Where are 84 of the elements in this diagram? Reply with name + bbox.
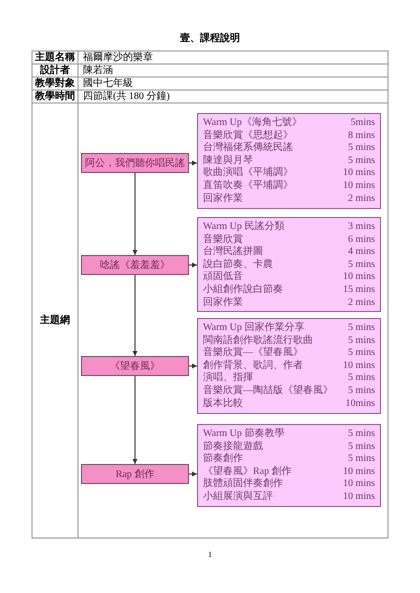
arrow [132, 376, 138, 464]
activity-list-box [197, 424, 381, 507]
arrow [188, 160, 198, 166]
duration: 2 mins [347, 296, 375, 310]
duration: 5 mins [347, 428, 375, 441]
duration: 8 mins [347, 130, 375, 142]
activity: 說白節奏、卡農 [203, 258, 274, 270]
duration: 10 mins [343, 478, 375, 491]
arrow [188, 262, 198, 268]
unit-title: 《望春風》 [110, 360, 160, 373]
activity: 台灣民謠拼圖 [203, 246, 264, 258]
activity: 創作背景、歌詞、作者 [203, 360, 304, 372]
table-header: 教學對象 [34, 78, 76, 90]
table-value: 福爾摩沙的樂章 [83, 52, 153, 64]
activity: 頑固低音 [203, 271, 244, 284]
activity: 回家作業 [203, 296, 244, 310]
table-header: 教學時間 [34, 90, 76, 102]
activity: Warm Up 民謠分類 [203, 221, 286, 234]
activity: Warm Up 回家作業分享 [203, 322, 306, 334]
duration: 5 mins [347, 258, 375, 272]
duration: 10 mins [343, 490, 375, 504]
duration: 2 mins [347, 192, 375, 206]
activity: 肢體頑固伴奏創作 [203, 478, 284, 490]
table-value: 四節課(共 180 分鐘) [83, 90, 170, 102]
activity: 版本比較 [203, 398, 244, 410]
page-title: 壹、課程說明 [179, 32, 241, 45]
duration: 10mins [344, 398, 375, 410]
duration: 5mins [350, 117, 375, 130]
activity-list-box [197, 318, 381, 414]
duration: 4 mins [347, 246, 375, 259]
table-header: 主題名稱 [34, 52, 76, 64]
row-header: 主題網 [39, 314, 71, 326]
activity: 節奏接龍遊戲 [203, 440, 264, 453]
duration: 6 mins [347, 234, 375, 246]
activity: 音樂欣賞—陶喆版《望春風》 [203, 384, 334, 398]
duration: 10 mins [343, 360, 375, 372]
duration: 5 mins [347, 322, 375, 335]
duration: 5 mins [347, 384, 375, 398]
activity: 演唱、指揮 [203, 372, 254, 384]
unit-title: 阿公，我們聽你唱民謠 [85, 156, 185, 170]
activity: 小組展演與互評 [203, 490, 274, 504]
unit-title: Rap 創作 [116, 468, 154, 481]
activity: 音樂欣賞 [203, 234, 244, 246]
duration: 5 mins [347, 453, 375, 466]
activity: 直笛吹奏《平埔調》 [203, 180, 294, 192]
duration: 5 mins [347, 372, 375, 385]
duration: 5 mins [347, 347, 375, 360]
activity: 小組創作說白節奏 [203, 284, 284, 296]
activity: 音樂欣賞—《望春風》 [203, 347, 304, 360]
unit-box [81, 255, 189, 275]
activity: Warm Up 節奏教學 [203, 428, 286, 440]
activity: 歌曲演唱《平埔調》 [203, 167, 294, 180]
arrow [132, 274, 138, 356]
duration: 3 mins [347, 221, 375, 234]
arrow [188, 364, 198, 368]
table-header: 設計者 [38, 64, 71, 76]
activity: 節奏創作 [203, 453, 244, 466]
activity: 陳達與月琴 [203, 154, 254, 166]
page-number: 1 [207, 548, 213, 560]
unit-box [81, 464, 189, 484]
duration: 10 mins [343, 271, 375, 284]
duration: 5 mins [347, 440, 375, 454]
activity-list-box [197, 113, 381, 209]
activity-list-box [197, 217, 381, 312]
table-value: 陳若涵 [83, 64, 113, 76]
duration: 5 mins [347, 154, 375, 168]
table-value: 國中七年級 [83, 78, 133, 90]
duration: 10 mins [343, 167, 375, 180]
duration: 10 mins [343, 466, 375, 478]
activity: 回家作業 [203, 192, 244, 206]
activity: 《望春風》Rap 創作 [203, 466, 293, 478]
activity: 台灣福佬系傳統民謠 [203, 142, 294, 154]
duration: 15 mins [343, 284, 375, 297]
duration: 5 mins [347, 334, 375, 348]
arrow [188, 472, 198, 476]
duration: 10 mins [343, 180, 375, 193]
unit-box [81, 153, 189, 173]
activity: Warm Up《海角七號》 [203, 117, 303, 130]
duration: 5 mins [347, 142, 375, 155]
unit-title: 唸謠《羞羞羞》 [100, 258, 170, 272]
activity: 音樂欣賞《思想起》 [203, 130, 294, 142]
unit-box [81, 356, 189, 376]
arrow [132, 172, 138, 256]
activity: 閩南語創作歌謠流行歌曲 [203, 334, 314, 346]
